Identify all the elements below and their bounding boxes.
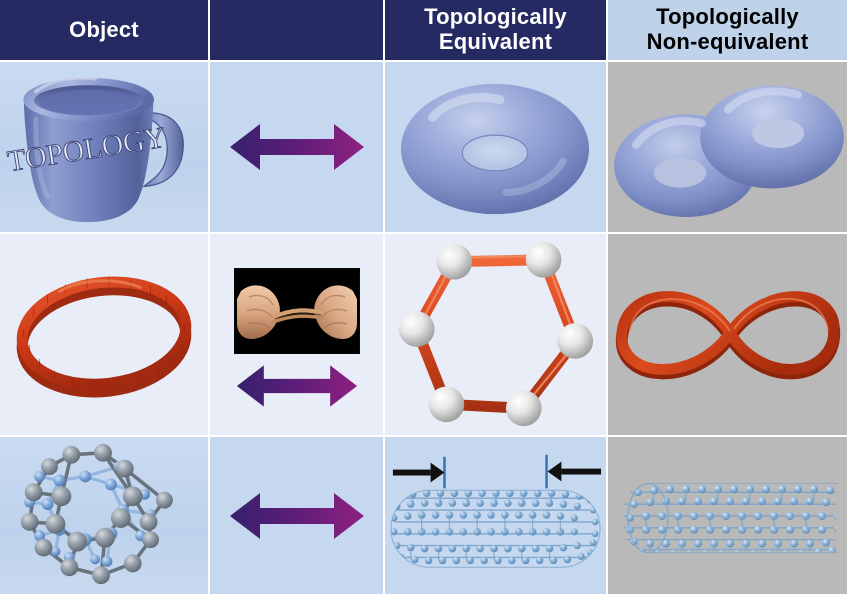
cell-nonequivalent-figure-eight (608, 234, 847, 437)
vertex-sphere (525, 241, 562, 278)
figure-eight-loop-icon (615, 291, 841, 380)
column-header-transform (210, 0, 385, 62)
column-header-nonequivalent: Topologically Non-equivalent (608, 0, 847, 62)
vertex-sphere (436, 243, 473, 280)
cell-transform-hands-and-arrow (210, 234, 385, 437)
column-header-equivalent: Topologically Equivalent (385, 0, 608, 62)
elastic-ring-icon (16, 276, 192, 398)
compression-annotation (392, 454, 602, 489)
cell-transform-arrow-1 (210, 62, 385, 234)
column-header-nonequivalent-line1: Topologically (656, 4, 799, 30)
cell-nonequivalent-open-nanotube (608, 437, 847, 596)
arrow-compress-left (392, 462, 445, 483)
cell-equivalent-hexagon-ring (385, 234, 608, 437)
cell-equivalent-capped-nanotube (385, 437, 608, 596)
column-header-equivalent-label: Topologically Equivalent (424, 5, 567, 54)
hands-stretching-rubber-band-photo (233, 268, 360, 354)
arrow-compress-right (547, 461, 602, 482)
fullerene-atom-gray (20, 443, 173, 585)
cell-transform-arrow-3 (210, 437, 385, 596)
vertex-sphere (428, 386, 465, 423)
cell-object-elastic-ring (0, 234, 210, 437)
cell-object-mug: TOPOLOGY TOPOLOGY (0, 62, 210, 234)
vertex-sphere (398, 311, 435, 347)
torus-icon (400, 83, 590, 215)
vertex-sphere (557, 323, 594, 359)
open-carbon-nanotube-icon (624, 482, 838, 554)
double-torus-icon (614, 85, 844, 218)
column-header-equivalent-line2: Equivalent (438, 29, 553, 54)
cell-nonequivalent-double-torus (608, 62, 847, 234)
double-headed-arrow-icon (236, 365, 357, 407)
hexagon-ring-with-spheres-icon (398, 241, 594, 427)
fullerene-molecule-icon (20, 443, 173, 585)
coffee-mug-icon: TOPOLOGY (5, 76, 184, 223)
double-headed-arrow-icon (229, 124, 364, 170)
hands-photo-content (234, 269, 359, 353)
cell-object-fullerene (0, 437, 210, 596)
column-header-object-label: Object (69, 16, 139, 42)
column-header-nonequivalent-label: Topologically Non-equivalent (647, 5, 809, 54)
vertex-sphere (505, 390, 542, 427)
capped-carbon-nanotube-icon (390, 454, 602, 568)
cell-equivalent-torus (385, 62, 608, 234)
double-headed-arrow-icon (229, 492, 364, 539)
column-header-nonequivalent-line2: Non-equivalent (646, 29, 809, 54)
column-header-equivalent-line1: Topologically (424, 4, 567, 30)
column-header-object: Object (0, 0, 210, 62)
